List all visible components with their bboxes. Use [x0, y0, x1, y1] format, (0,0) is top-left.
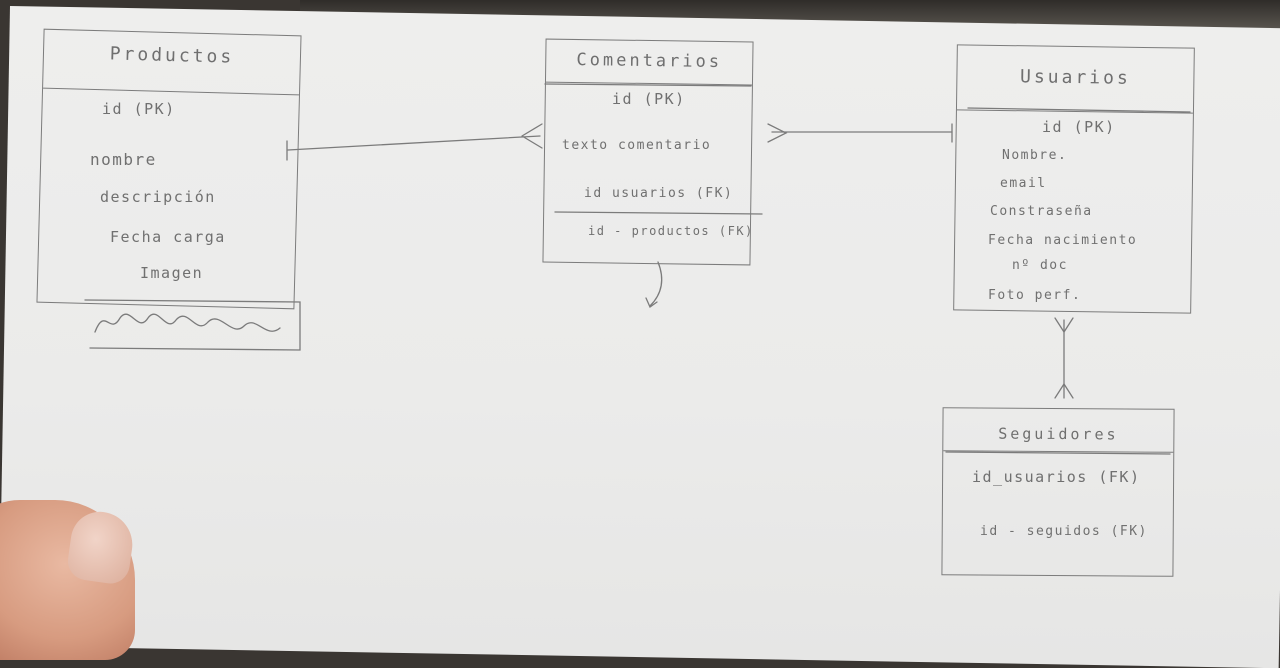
usuarios-attr-email: email — [1000, 176, 1047, 191]
seguidores-attr-id-seguidos: id - seguidos (FK) — [980, 524, 1148, 539]
usuarios-attr-id: id (PK) — [1042, 118, 1116, 136]
relationship-lines — [84, 83, 1191, 455]
usuarios-attr-nombre: Nombre. — [1002, 148, 1068, 163]
rel-seguidores-crowfoot — [1054, 382, 1074, 399]
productos-attr-nombre: nombre — [90, 150, 157, 169]
usuarios-attr-contrasena: Constraseña — [990, 204, 1093, 219]
comentarios-attr-id-productos: id - productos (FK) — [588, 224, 754, 238]
comentarios-loose-arrow — [649, 261, 663, 307]
seguidores-attr-id-usuarios: id_usuarios (FK) — [972, 468, 1141, 486]
usuarios-attr-foto-perfil: Foto perf. — [988, 288, 1082, 303]
productos-attr-fecha-carga: Fecha carga — [110, 228, 226, 246]
comentarios-attr-id-usuarios: id usuarios (FK) — [584, 186, 734, 201]
usuarios-attr-fecha-nacimiento: Fecha nacimiento — [988, 233, 1138, 248]
comentarios-loose-arrow-head — [645, 297, 658, 308]
usuarios-separator — [967, 107, 1191, 113]
rel-comentarios-crowfoot-left — [521, 123, 543, 149]
productos-attr-descripcion: descripción — [100, 188, 216, 206]
comentarios-attr-texto: texto comentario — [562, 138, 712, 153]
productos-attr-id: id (PK) — [102, 100, 176, 118]
productos-attr-imagen: Imagen — [140, 264, 204, 282]
seguidores-separator — [945, 451, 1171, 455]
comentarios-attr-id: id (PK) — [612, 90, 686, 108]
comentarios-separator-2 — [554, 211, 763, 215]
productos-lower-section — [84, 299, 301, 351]
rel-comentarios-crowfoot-right — [767, 123, 788, 143]
rel-usuarios-crowfoot — [1054, 317, 1074, 334]
comentarios-separator-1 — [544, 83, 752, 87]
rel-productos-comentarios — [287, 135, 541, 151]
productos-scribble — [94, 313, 281, 333]
usuarios-attr-n-doc: nº doc — [1012, 258, 1068, 273]
